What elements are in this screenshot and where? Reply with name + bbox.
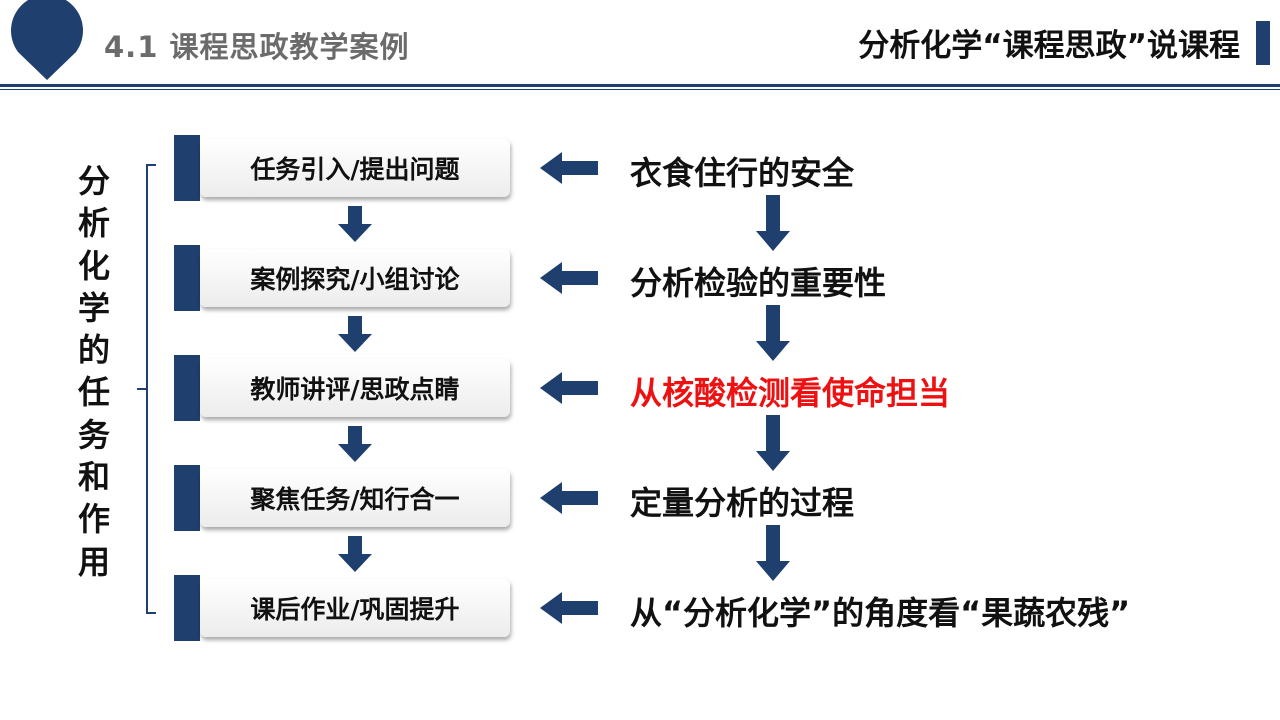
bracket <box>137 164 156 614</box>
header-divider <box>0 84 1280 87</box>
step-description: 衣食住行的安全 <box>630 154 855 192</box>
step-box: 任务引入/提出问题 <box>200 139 510 197</box>
arrow-down-icon <box>338 206 372 242</box>
step-1: 任务引入/提出问题 <box>174 135 510 201</box>
step-marker <box>174 465 200 531</box>
arrow-left-icon <box>540 482 598 514</box>
step-label: 教师讲评/思政点睛 <box>250 375 460 404</box>
step-box: 案例探究/小组讨论 <box>200 249 510 307</box>
arrow-left-icon <box>540 372 598 404</box>
arrow-down-icon <box>756 195 790 251</box>
step-description-highlighted: 从核酸检测看使命担当 <box>630 374 951 412</box>
title-marker <box>1256 21 1270 65</box>
step-label: 案例探究/小组讨论 <box>250 265 460 294</box>
step-box: 教师讲评/思政点睛 <box>200 359 510 417</box>
vertical-label: 分析化学的任务和作用 <box>77 162 110 581</box>
step-marker <box>174 245 200 311</box>
step-2: 案例探究/小组讨论 <box>174 245 510 311</box>
step-description: 分析检验的重要性 <box>630 264 887 302</box>
step-marker <box>174 135 200 201</box>
arrow-down-icon <box>338 536 372 572</box>
step-box: 聚焦任务/知行合一 <box>200 469 510 527</box>
step-description: 从“分析化学”的角度看“果蔬农残” <box>630 594 1131 632</box>
arrow-left-icon <box>540 152 598 184</box>
step-box: 课后作业/巩固提升 <box>200 579 510 637</box>
arrow-down-icon <box>338 316 372 352</box>
arrow-down-icon <box>338 426 372 462</box>
step-marker <box>174 575 200 641</box>
step-5: 课后作业/巩固提升 <box>174 575 510 641</box>
page-title: 分析化学“课程思政”说课程 <box>858 28 1240 64</box>
header-divider-thin <box>0 89 1280 90</box>
step-description: 定量分析的过程 <box>630 484 855 522</box>
step-label: 课后作业/巩固提升 <box>250 595 460 624</box>
step-label: 聚焦任务/知行合一 <box>250 485 460 514</box>
arrow-down-icon <box>756 525 790 581</box>
step-3: 教师讲评/思政点睛 <box>174 355 510 421</box>
arrow-down-icon <box>756 305 790 361</box>
arrow-left-icon <box>540 592 598 624</box>
step-4: 聚焦任务/知行合一 <box>174 465 510 531</box>
step-marker <box>174 355 200 421</box>
arrow-down-icon <box>756 415 790 471</box>
step-label: 任务引入/提出问题 <box>250 155 460 184</box>
arrow-left-icon <box>540 262 598 294</box>
section-title: 4.1 课程思政教学案例 <box>104 30 410 64</box>
location-pin-icon <box>11 0 83 80</box>
